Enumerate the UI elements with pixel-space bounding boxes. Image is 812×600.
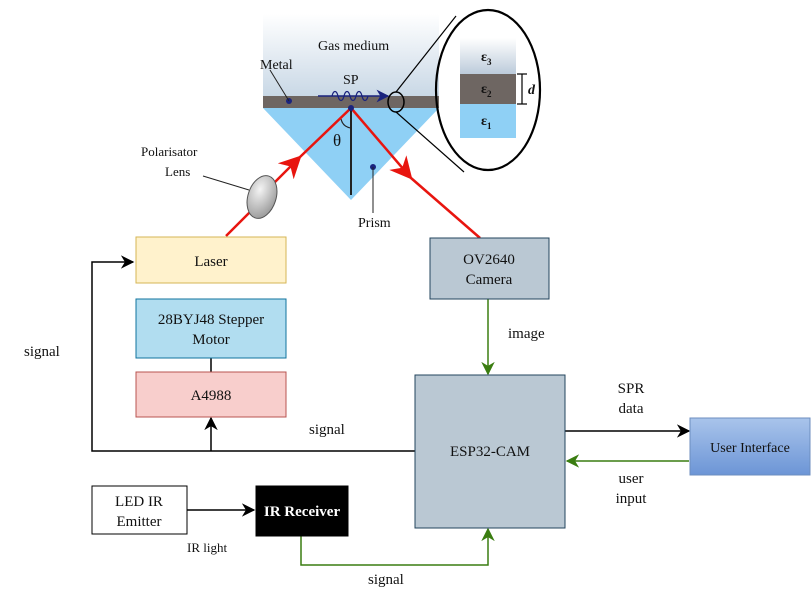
ir-light-label: IR light bbox=[187, 540, 227, 555]
zoom-circle bbox=[434, 8, 542, 172]
gas-medium-label: Gas medium bbox=[318, 39, 389, 54]
gas-medium-region bbox=[263, 14, 439, 96]
spr-data-label-1: SPR bbox=[618, 381, 645, 397]
stepper-motor-label-2: Motor bbox=[192, 332, 230, 348]
theta-label: θ bbox=[333, 131, 341, 150]
image-label: image bbox=[508, 326, 545, 342]
spr-data-label-2: data bbox=[619, 401, 644, 417]
metal-label: Metal bbox=[260, 58, 293, 73]
laser-label: Laser bbox=[194, 254, 227, 270]
eps2-label: ε2 bbox=[481, 82, 492, 99]
user-interface-label: User Interface bbox=[710, 441, 790, 456]
led-ir-emitter-label-1: LED IR bbox=[115, 494, 163, 510]
zoom-connector-top bbox=[395, 15, 457, 93]
ir-receiver-to-esp-signal bbox=[300, 527, 495, 566]
optical-setup: Gas medium Metal SP θ Prism ε3 ε2 ε1 d P… bbox=[141, 8, 542, 239]
signal-mid-label: signal bbox=[309, 422, 345, 438]
user-input-label-2: input bbox=[616, 491, 648, 507]
incident-beam-prism bbox=[299, 107, 352, 158]
lens-label: Lens bbox=[165, 164, 190, 179]
signal-bottom-label: signal bbox=[368, 572, 404, 588]
eps3-layer bbox=[460, 38, 516, 74]
sp-label: SP bbox=[343, 73, 359, 88]
a4988-box bbox=[135, 371, 287, 418]
esp-to-laser-signal bbox=[91, 255, 415, 452]
esp32-cam-label: ESP32-CAM bbox=[450, 444, 530, 460]
metal-pointer bbox=[269, 69, 290, 102]
incident-beam-lower bbox=[225, 209, 253, 237]
eps1-label: ε1 bbox=[481, 114, 492, 131]
metal-layer bbox=[263, 96, 439, 108]
lens-pointer bbox=[202, 175, 250, 191]
sp-marker-dot bbox=[348, 105, 354, 111]
esp32-cam-box bbox=[414, 374, 566, 529]
laser-box bbox=[135, 236, 287, 284]
sp-wave bbox=[331, 90, 369, 102]
connection-labels: image signal signal signal SPR data user… bbox=[24, 326, 647, 588]
reflected-beam bbox=[350, 107, 413, 180]
camera-label-1: OV2640 bbox=[463, 252, 515, 268]
signal-left-label: signal bbox=[24, 344, 60, 360]
prism-label: Prism bbox=[358, 216, 391, 231]
polarisator-label: Polarisator bbox=[141, 144, 198, 159]
camera-box bbox=[429, 237, 550, 300]
user-input-label-1: user bbox=[619, 471, 644, 487]
theta-arc bbox=[340, 118, 352, 129]
user-interface-box bbox=[689, 417, 811, 476]
ir-receiver-box bbox=[255, 485, 349, 537]
led-ir-emitter-box bbox=[91, 485, 188, 535]
eps2-layer bbox=[460, 74, 516, 104]
camera-label-2: Camera bbox=[466, 272, 513, 288]
ir-receiver-label: IR Receiver bbox=[264, 504, 341, 520]
connections bbox=[91, 255, 691, 566]
thickness-d-label: d bbox=[528, 83, 536, 98]
blocks: Laser 28BYJ48 Stepper Motor A4988 OV2640… bbox=[91, 236, 811, 537]
eps1-layer bbox=[460, 104, 516, 138]
polarisator-lens bbox=[246, 175, 278, 219]
incident-beam-upper bbox=[273, 155, 302, 184]
stepper-motor-box bbox=[135, 298, 287, 359]
a4988-label: A4988 bbox=[191, 388, 232, 404]
reflected-beam-to-camera bbox=[410, 177, 481, 239]
led-ir-emitter-label-2: Emitter bbox=[117, 514, 162, 530]
zoom-connector-bottom bbox=[395, 111, 465, 173]
stepper-motor-label-1: 28BYJ48 Stepper bbox=[158, 312, 264, 328]
eps3-label: ε3 bbox=[481, 50, 492, 67]
